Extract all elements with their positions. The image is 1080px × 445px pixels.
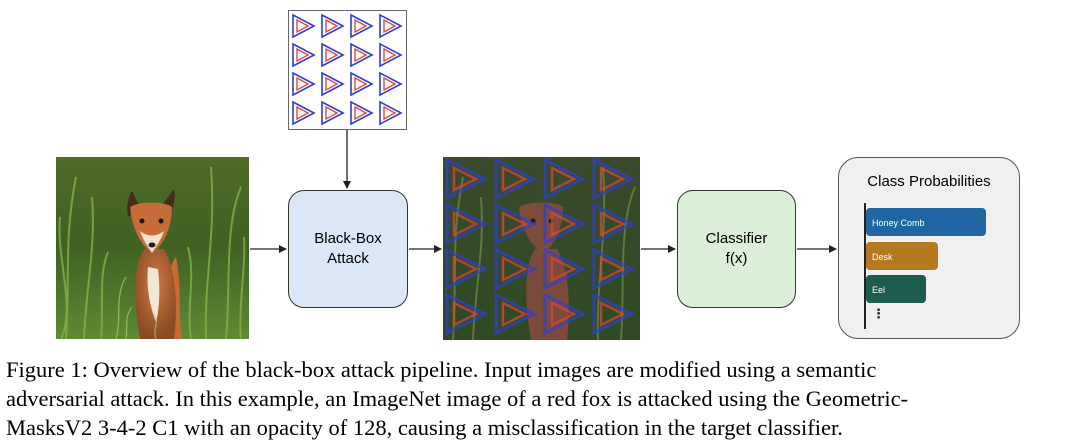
bar-label-eel: Eel <box>872 285 886 295</box>
figure-caption: Figure 1: Overview of the black-box atta… <box>6 355 1076 442</box>
mask-triangle-outer <box>350 13 374 39</box>
overlay-triangle-outer <box>543 292 587 336</box>
attack-label-line2: Attack <box>327 250 369 267</box>
overlay-triangle-outer <box>592 292 636 336</box>
mask-triangle-inner <box>325 18 339 34</box>
overlay-triangle-inner <box>501 165 528 193</box>
overlay-triangle-inner <box>599 165 626 193</box>
overlay-triangle-outer <box>445 247 489 291</box>
overlay-triangle-outer <box>592 157 636 201</box>
mask-triangle-outer <box>292 71 316 97</box>
class-probabilities-panel: Class Probabilities Honey Comb Desk Eel … <box>838 157 1020 339</box>
mask-triangle-outer <box>292 13 316 39</box>
bar-label-honey-comb: Honey Comb <box>872 218 925 228</box>
geometric-mask-pattern <box>288 10 407 130</box>
mask-triangle-inner <box>296 47 310 63</box>
bar-honey-comb: Honey Comb <box>866 208 986 236</box>
overlay-triangle-outer <box>445 292 489 336</box>
mask-triangle-inner <box>383 47 397 63</box>
overlay-triangle-inner <box>452 210 479 238</box>
attacked-fox-image <box>443 157 640 340</box>
mask-triangle-inner <box>383 76 397 92</box>
bar-label-desk: Desk <box>872 252 893 262</box>
mask-triangle-outer <box>321 42 345 68</box>
caption-line-1: Figure 1: Overview of the black-box atta… <box>6 357 877 382</box>
mask-triangle-inner <box>354 47 368 63</box>
class-probabilities-title: Class Probabilities <box>867 173 991 190</box>
bar-desk: Desk <box>866 242 938 270</box>
mask-triangle-inner <box>383 105 397 121</box>
mask-triangle-outer <box>350 71 374 97</box>
overlay-triangle-outer <box>592 202 636 246</box>
overlay-triangle-outer <box>543 157 587 201</box>
mask-triangle-outer <box>350 100 374 126</box>
bar-eel: Eel <box>866 275 926 303</box>
mask-triangle-outer <box>292 42 316 68</box>
mask-triangle-outer <box>379 13 403 39</box>
overlay-triangle-outer <box>494 247 538 291</box>
overlay-triangle-inner <box>452 300 479 328</box>
overlay-triangle-inner <box>599 255 626 283</box>
mask-triangle-outer <box>321 71 345 97</box>
overlay-triangle-inner <box>550 300 577 328</box>
caption-line-3: MasksV2 3-4-2 C1 with an opacity of 128,… <box>6 415 843 440</box>
mask-triangle-inner <box>325 76 339 92</box>
connector-arrows <box>250 130 837 253</box>
overlay-triangle-outer <box>543 247 587 291</box>
overlay-triangle-inner <box>550 165 577 193</box>
mask-triangle-inner <box>354 105 368 121</box>
mask-triangle-outer <box>292 100 316 126</box>
more-classes-ellipsis: ⋮ <box>872 307 885 322</box>
classifier-label-line1: Classifier <box>705 230 768 247</box>
mask-triangle-outer <box>379 42 403 68</box>
overlay-triangle-inner <box>452 255 479 283</box>
overlay-triangle-inner <box>452 165 479 193</box>
overlay-triangle-outer <box>543 202 587 246</box>
mask-triangle-inner <box>296 18 310 34</box>
mask-triangle-inner <box>325 105 339 121</box>
overlay-triangle-inner <box>599 210 626 238</box>
overlay-triangle-outer <box>494 202 538 246</box>
overlay-triangle-outer <box>445 202 489 246</box>
classifier-label-line2: f(x) <box>725 250 748 267</box>
caption-line-2: adversarial attack. In this example, an … <box>6 386 909 411</box>
overlay-triangle-outer <box>494 292 538 336</box>
mask-triangle-inner <box>325 47 339 63</box>
mask-triangle-outer <box>379 100 403 126</box>
mask-triangle-inner <box>354 76 368 92</box>
mask-triangle-inner <box>383 18 397 34</box>
fox-photo-image <box>56 157 249 339</box>
overlay-triangle-outer <box>494 157 538 201</box>
mask-triangle-inner <box>354 18 368 34</box>
overlay-triangle-inner <box>550 210 577 238</box>
overlay-triangle-inner <box>550 255 577 283</box>
overlay-triangle-inner <box>501 255 528 283</box>
attack-label-line1: Black-Box <box>314 230 382 247</box>
mask-triangle-outer <box>379 71 403 97</box>
mask-triangle-inner <box>296 76 310 92</box>
mask-triangle-outer <box>321 13 345 39</box>
mask-triangle-outer <box>350 42 374 68</box>
overlay-triangle-outer <box>592 247 636 291</box>
classifier-box: Classifier f(x) <box>677 190 796 308</box>
overlay-triangle-inner <box>501 300 528 328</box>
probabilities-axis <box>864 203 866 329</box>
overlay-triangle-outer <box>445 157 489 201</box>
mask-triangle-outer <box>321 100 345 126</box>
black-box-attack-box: Black-Box Attack <box>288 190 408 308</box>
overlay-triangle-inner <box>599 300 626 328</box>
mask-triangle-inner <box>296 105 310 121</box>
overlay-triangle-inner <box>501 210 528 238</box>
